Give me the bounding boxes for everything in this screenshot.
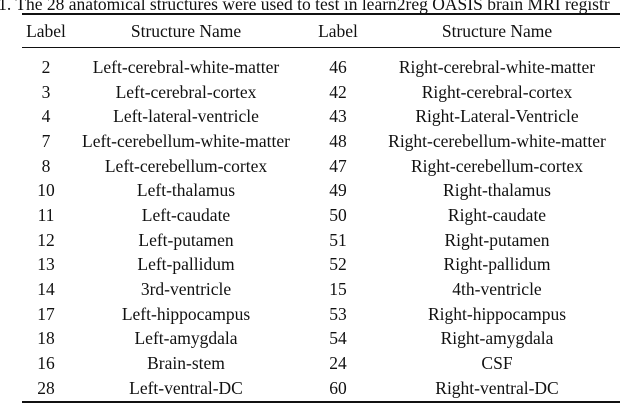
cell-label: 10 bbox=[37, 180, 55, 201]
cell-structure-name-2: Right-hippocampus bbox=[427, 303, 567, 324]
cell-label-2: 53 bbox=[329, 303, 347, 324]
cell-structure-name: Left-pallidum bbox=[137, 254, 235, 275]
cell-label-2: 42 bbox=[329, 81, 347, 102]
cell-structure-name: Left-ventral-DC bbox=[129, 377, 243, 398]
cell-structure-name: Left-cerebellum-cortex bbox=[104, 155, 268, 176]
cell-structure-name: Left-lateral-ventricle bbox=[113, 106, 259, 127]
cell-label: 11 bbox=[37, 204, 55, 225]
table-row: 7 Left-cerebellum-white-matter 48 Right-cer… bbox=[22, 129, 620, 154]
cell-label-2: 47 bbox=[329, 155, 347, 176]
table-row: 10 Left-thalamus 49 Right-thalamus bbox=[22, 178, 620, 203]
cell-label: 17 bbox=[37, 303, 55, 324]
cell-label-2: 51 bbox=[329, 229, 347, 250]
cell-label: 12 bbox=[37, 229, 55, 250]
table-row: 16 Brain-stem 24 CSF bbox=[22, 351, 620, 376]
cell-structure-name-2: Right-pallidum bbox=[443, 254, 551, 275]
header-rule bbox=[22, 47, 620, 48]
cell-structure-name: Brain-stem bbox=[147, 353, 225, 374]
cell-label-2: 52 bbox=[329, 254, 347, 275]
cell-label: 14 bbox=[37, 279, 55, 300]
table-row: 28 Left-ventral-DC 60 Right-ventral-DC bbox=[22, 376, 620, 401]
cell-label: 13 bbox=[37, 254, 55, 275]
cell-label-2: 43 bbox=[329, 106, 347, 127]
cell-structure-name: Left-cerebral-cortex bbox=[115, 81, 257, 102]
table-row: 17 Left-hippocampus 53 Right-hippocampus bbox=[22, 302, 620, 327]
cell-structure-name: Left-caudate bbox=[141, 204, 231, 225]
cell-structure-name-2: Right-thalamus bbox=[443, 180, 551, 201]
cell-structure-name-2: Right-ventral-DC bbox=[435, 377, 559, 398]
cell-structure-name-2: Right-Lateral-Ventricle bbox=[415, 106, 579, 127]
cell-structure-name-2: Right-cerebral-cortex bbox=[421, 81, 573, 102]
cell-structure-name: Left-thalamus bbox=[136, 180, 236, 201]
cell-label-2: 60 bbox=[329, 377, 347, 398]
cell-label: 3 bbox=[41, 81, 51, 102]
cell-structure-name-2: Right-putamen bbox=[444, 229, 550, 250]
table-caption: e 1. The 28 anatomical structures were u… bbox=[0, 0, 610, 14]
cell-label: 7 bbox=[41, 130, 51, 151]
header-label: Label bbox=[26, 21, 66, 41]
table-row: 8 Left-cerebellum-cortex 47 Right-cerebellu… bbox=[22, 154, 620, 179]
header-structure-name-2: Structure Name bbox=[441, 21, 553, 41]
cell-label-2: 48 bbox=[329, 130, 347, 151]
cell-label: 8 bbox=[41, 155, 51, 176]
cell-structure-name-2: Right-amygdala bbox=[440, 328, 554, 349]
top-rule bbox=[22, 13, 620, 15]
table-row: 3 Left-cerebral-cortex 42 Right-cerebral-co… bbox=[22, 80, 620, 105]
cell-structure-name-2: Right-cerebellum-white-matter bbox=[388, 130, 606, 151]
cell-structure-name-2: Right-cerebral-white-matter bbox=[398, 56, 596, 77]
table-row: 18 Left-amygdala 54 Right-amygdala bbox=[22, 327, 620, 352]
cell-label: 18 bbox=[37, 328, 55, 349]
cell-structure-name: 3rd-ventricle bbox=[140, 279, 232, 300]
bottom-rule bbox=[22, 401, 620, 403]
cell-label-2: 54 bbox=[329, 328, 347, 349]
cell-label: 2 bbox=[41, 56, 51, 77]
table-row: 11 Left-caudate 50 Right-caudate bbox=[22, 203, 620, 228]
table-row: 4 Left-lateral-ventricle 43 Right-Lateral-V… bbox=[22, 104, 620, 129]
cell-label: 4 bbox=[41, 106, 51, 127]
spacer bbox=[22, 46, 620, 55]
cell-structure-name-2: Right-caudate bbox=[447, 204, 547, 225]
cell-label-2: 15 bbox=[329, 279, 347, 300]
cell-label-2: 24 bbox=[329, 353, 347, 374]
header-row: Label Structure Name Label Structure Nam… bbox=[22, 17, 620, 46]
header-label-2: Label bbox=[318, 21, 358, 41]
cell-structure-name-2: Right-cerebellum-cortex bbox=[410, 155, 583, 176]
cell-label-2: 49 bbox=[329, 180, 347, 201]
cell-label-2: 50 bbox=[329, 204, 347, 225]
cell-label-2: 46 bbox=[329, 56, 347, 77]
table-row: 2 Left-cerebral-white-matter 46 Right-cereb… bbox=[22, 55, 620, 80]
cell-structure-name: Left-amygdala bbox=[134, 328, 238, 349]
structures-table: Label Structure Name Label Structure Nam… bbox=[22, 17, 620, 401]
cell-label: 16 bbox=[37, 353, 55, 374]
cell-structure-name-2: 4th-ventricle bbox=[452, 279, 542, 300]
cell-structure-name: Left-hippocampus bbox=[121, 303, 251, 324]
table-row: 14 3rd-ventricle 15 4th-ventricle bbox=[22, 277, 620, 302]
cell-structure-name: Left-cerebral-white-matter bbox=[92, 56, 280, 77]
cell-structure-name-2: CSF bbox=[481, 353, 513, 374]
cell-label: 28 bbox=[37, 377, 55, 398]
table-row: 12 Left-putamen 51 Right-putamen bbox=[22, 228, 620, 253]
table-row: 13 Left-pallidum 52 Right-pallidum bbox=[22, 253, 620, 278]
header-structure-name: Structure Name bbox=[130, 21, 242, 41]
cell-structure-name: Left-cerebellum-white-matter bbox=[82, 130, 290, 151]
cell-structure-name: Left-putamen bbox=[138, 229, 234, 250]
